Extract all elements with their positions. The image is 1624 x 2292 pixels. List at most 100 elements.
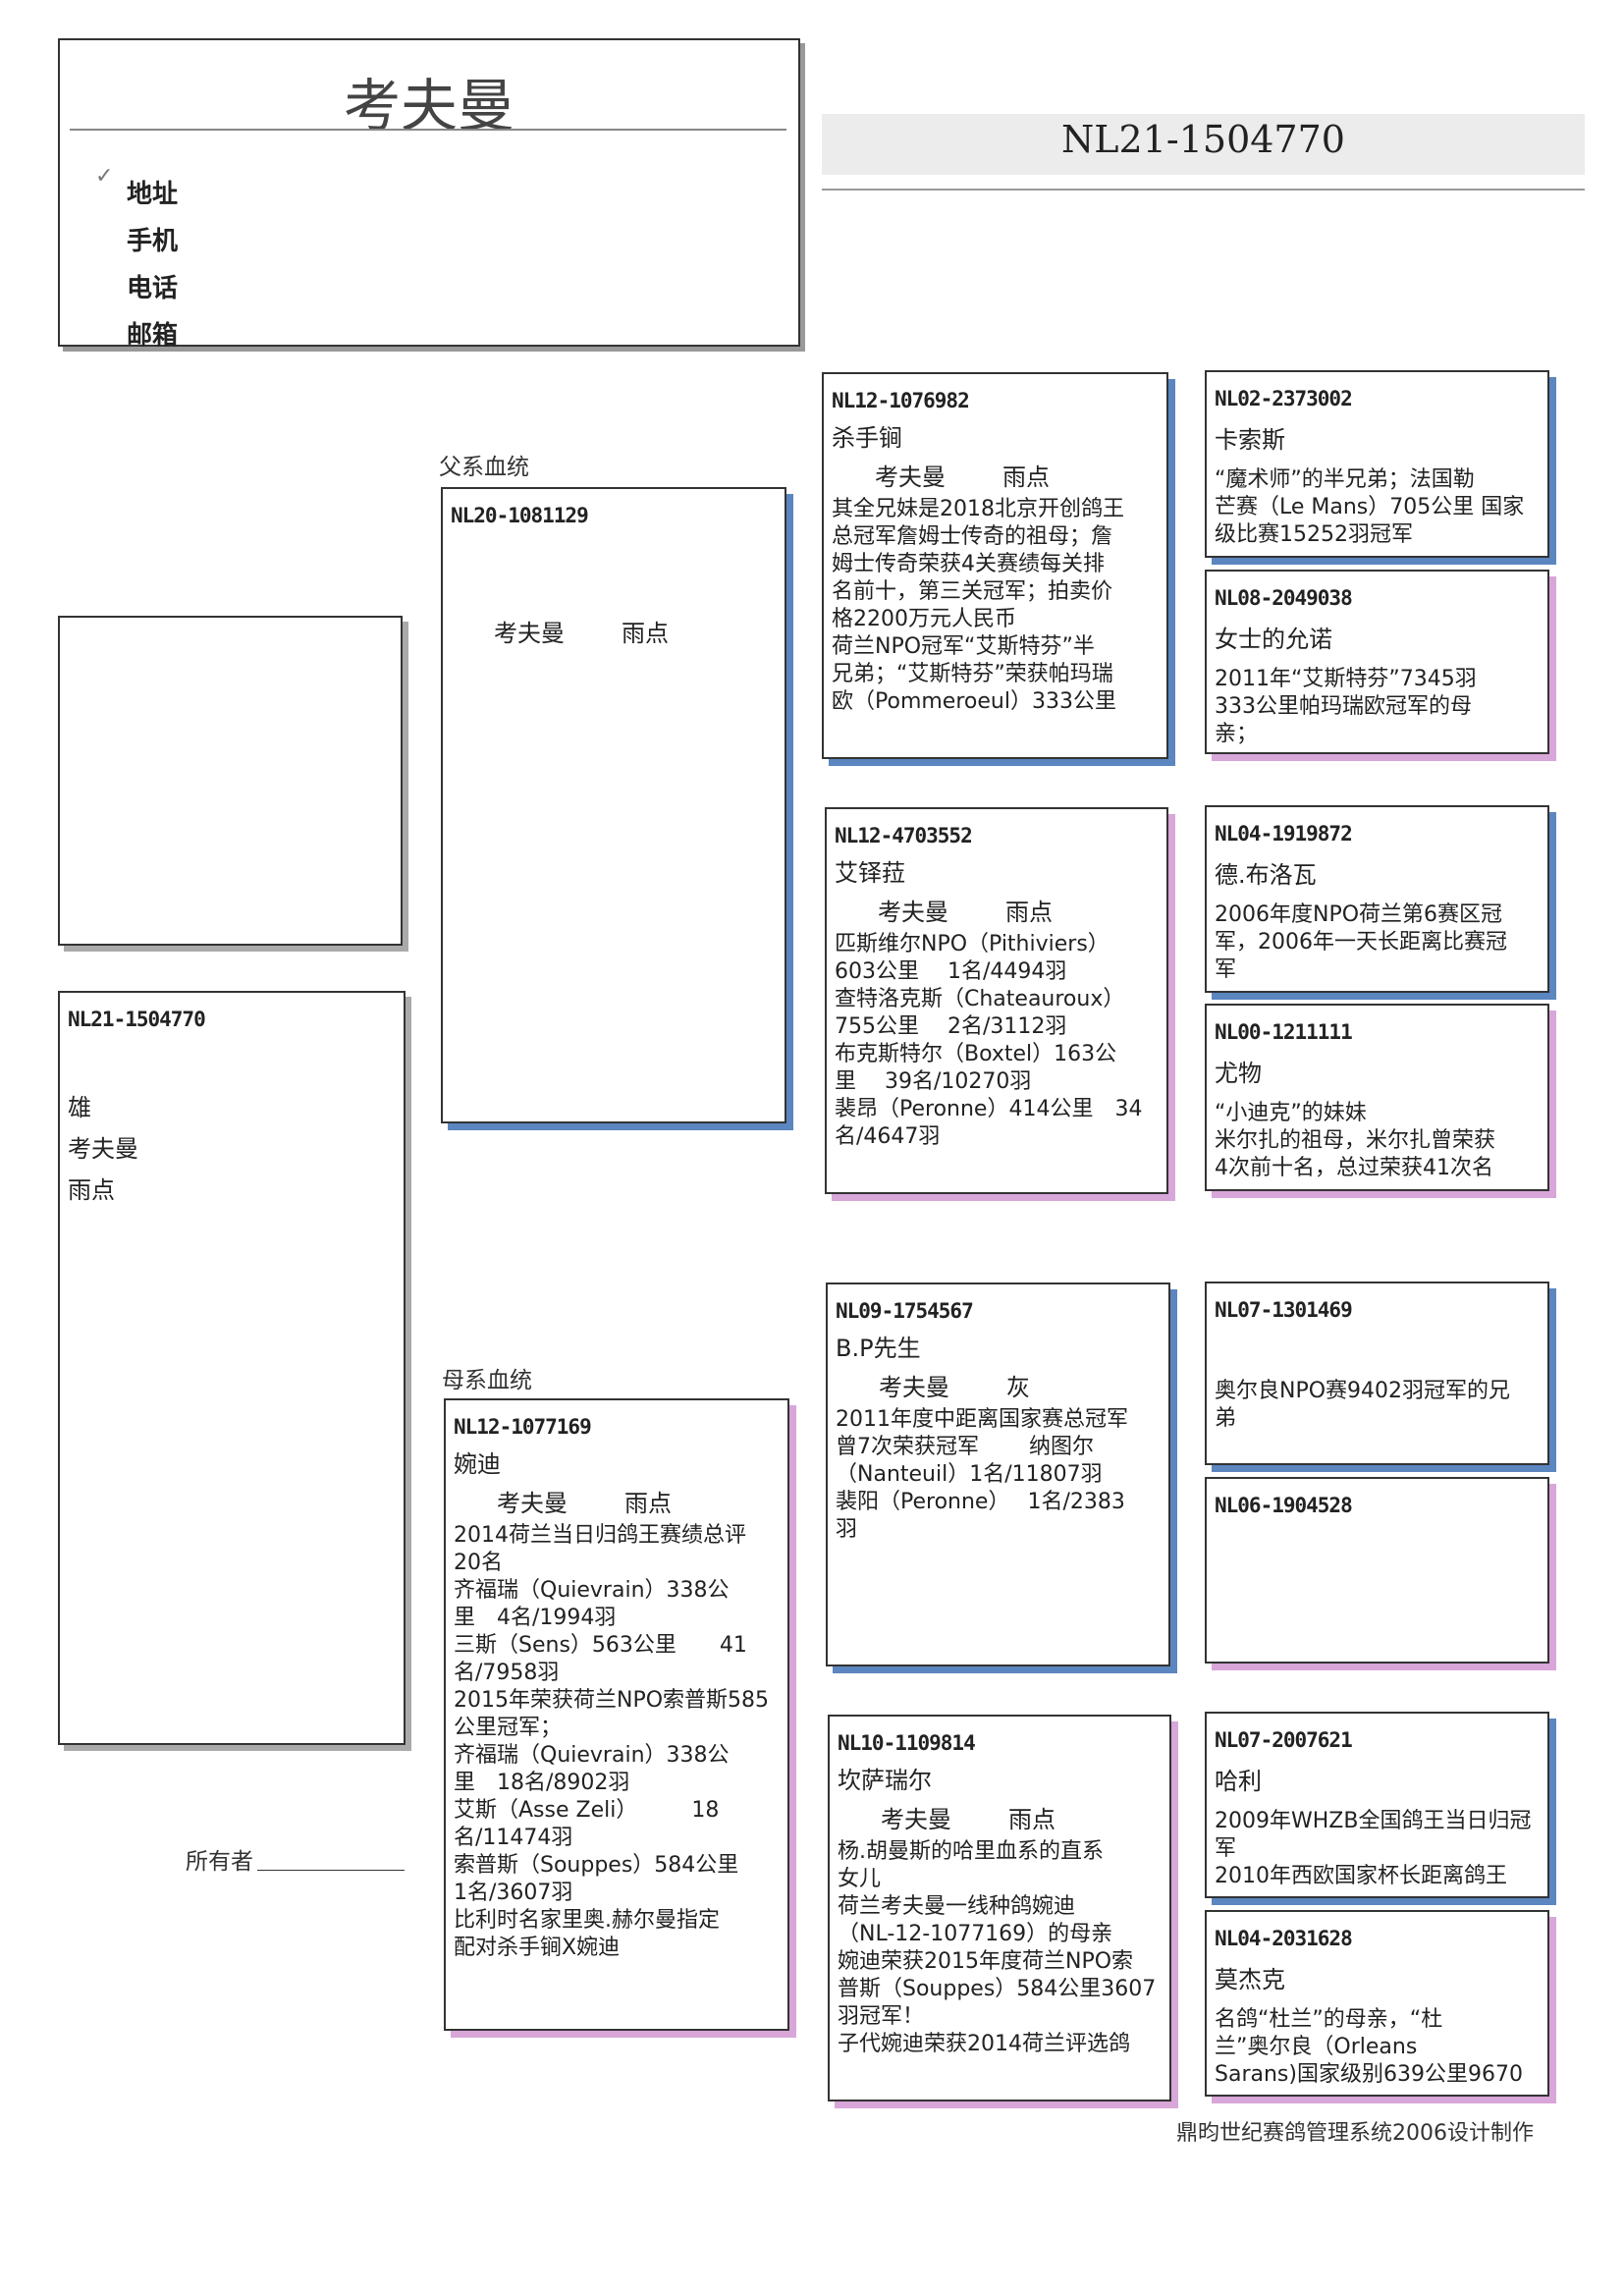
note-line: 2014荷兰当日归鸽王赛绩总评	[454, 1523, 746, 1548]
pigeon-ring-id: NL10-1109814	[838, 1731, 976, 1755]
spacer	[451, 573, 777, 615]
pigeon-breeder-color: 考夫曼灰	[836, 1369, 1161, 1406]
pigeon-breeder: 考夫曼	[497, 1490, 568, 1517]
pigeon-notes: 2011年度中距离国家赛总冠军曾7次荣获冠军 纳图尔（Nanteuil）1名/1…	[836, 1406, 1161, 1544]
breeder-header-card: 考夫曼 ✓ 地址 手机 电话 邮箱	[58, 38, 800, 351]
note-line: 名鸽“杜兰”的母亲，“杜	[1215, 2007, 1443, 2032]
note-line: 荷兰NPO冠军“艾斯特芬”半	[832, 634, 1095, 659]
note-line: 名/7958羽	[454, 1661, 560, 1685]
main-pigeon-card: NL21-1504770 雄 考夫曼 雨点	[58, 991, 406, 1745]
sire-section-label: 父系血统	[439, 455, 529, 480]
note-line: 曾7次荣获冠军 纳图尔	[836, 1435, 1094, 1459]
note-line: 总冠军詹姆士传奇的祖母；詹	[832, 524, 1113, 549]
note-line: 里 4名/1994羽	[454, 1606, 617, 1630]
ring-number-divider	[822, 189, 1585, 191]
note-line: 军	[1215, 957, 1237, 982]
check-mark-icon: ✓	[95, 164, 114, 189]
pigeon-color: 雨点	[1005, 899, 1053, 926]
note-line: 三斯（Sens）563公里 41	[454, 1633, 747, 1658]
note-line: 其全兄妹是2018北京开创鸽王	[832, 497, 1124, 521]
phone-label: 电话	[127, 274, 179, 303]
pigeon-notes: 2014荷兰当日归鸽王赛绩总评 20名齐福瑞（Quievrain）338公里 4名…	[454, 1522, 780, 1962]
ring-number-title: NL21-1504770	[1061, 118, 1345, 161]
note-line: 芒赛（Le Mans）705公里 国家	[1215, 495, 1525, 519]
pigeon-ring-id: NL04-2031628	[1215, 1927, 1353, 1950]
pedigree-card-ddd: NL04-2031628 莫杰克名鸽“杜兰”的母亲，“杜兰”奥尔良（Orleans…	[1205, 1910, 1549, 2097]
pigeon-notes: 奥尔良NPO赛9402羽冠军的兄弟	[1215, 1378, 1540, 1433]
pigeon-breeder-color: 考夫曼雨点	[451, 615, 777, 652]
note-line: 齐福瑞（Quievrain）338公	[454, 1578, 730, 1603]
note-line: 匹斯维尔NPO（Pithiviers）	[835, 932, 1110, 956]
note-line: 名前十，第三关冠军；拍卖价	[832, 579, 1113, 604]
pigeon-breeder: 考夫曼	[881, 1806, 951, 1833]
footer-credit: 鼎昀世纪赛鸽管理系统2006设计制作	[1176, 2121, 1534, 2146]
pigeon-ring-id: NL09-1754567	[836, 1299, 974, 1323]
note-line: （NL-12-1077169）的母亲	[838, 1922, 1113, 1946]
pigeon-name: 坎萨瑞尔	[838, 1767, 932, 1794]
pigeon-ring-id: NL12-4703552	[835, 824, 973, 847]
pigeon-notes: 其全兄妹是2018北京开创鸽王总冠军詹姆士传奇的祖母；詹姆士传奇荣获4关赛绩每关…	[832, 496, 1159, 716]
pigeon-ring-id: NL12-1076982	[832, 389, 970, 412]
pigeon-name: 尤物	[1215, 1060, 1262, 1087]
pigeon-ring-id: NL12-1077169	[454, 1415, 592, 1439]
pigeon-name: 婉迪	[454, 1450, 501, 1478]
note-line: 2011年度中距离国家赛总冠军	[836, 1407, 1128, 1432]
pigeon-ring-id: NL02-2373002	[1215, 387, 1353, 410]
note-line: 755公里 2名/3112羽	[835, 1014, 1067, 1039]
note-line: 军	[1215, 1836, 1237, 1861]
note-line: 齐福瑞（Quievrain）338公	[454, 1743, 730, 1768]
pigeon-breeder-color: 考夫曼雨点	[838, 1801, 1162, 1838]
pigeon-breeder: 考夫曼	[878, 899, 948, 926]
pigeon-color: 雨点	[624, 1490, 672, 1517]
note-line: “小迪克”的妹妹	[1215, 1101, 1367, 1125]
pigeon-notes: 杨.胡曼斯的哈里血系的直系女儿荷兰考夫曼一线种鸽婉迪（NL-12-1077169…	[838, 1838, 1162, 2058]
pigeon-ring-id: NL08-2049038	[1215, 586, 1353, 610]
pigeon-name: B.P先生	[836, 1335, 921, 1362]
pigeon-name: 哈利	[1215, 1768, 1262, 1795]
note-line: 名/4647羽	[835, 1124, 941, 1149]
note-line: 里 18名/8902羽	[454, 1771, 630, 1795]
note-line: 姆士传奇荣获4关赛绩每关排	[832, 552, 1105, 576]
pigeon-ring-id: NL04-1919872	[1215, 822, 1353, 846]
pigeon-name: 女士的允诺	[1215, 626, 1332, 653]
note-line: 2009年WHZB全国鸽王当日归冠	[1215, 1809, 1532, 1833]
note-line: 名/11474羽	[454, 1826, 573, 1850]
note-line: 公里冠军；	[454, 1716, 563, 1740]
pedigree-card-dd: NL10-1109814 坎萨瑞尔考夫曼雨点杨.胡曼斯的哈里血系的直系女儿荷兰考夫…	[828, 1715, 1171, 2101]
pigeon-name: 杀手锏	[832, 424, 902, 452]
pigeon-name: 德.布洛瓦	[1215, 861, 1317, 889]
pigeon-ring-id: NL07-2007621	[1215, 1728, 1353, 1752]
email-label: 邮箱	[127, 321, 179, 351]
note-line: 亲；	[1215, 722, 1259, 746]
note-line: 20名	[454, 1551, 503, 1575]
photo-placeholder	[58, 616, 403, 946]
pedigree-card-dsd: NL06-1904528	[1205, 1477, 1549, 1664]
note-line: 里 39名/10270羽	[835, 1069, 1032, 1094]
pigeon-notes: 2006年度NPO荷兰第6赛区冠军，2006年一天长距离比赛冠军	[1215, 901, 1540, 984]
note-line: 荷兰考夫曼一线种鸽婉迪	[838, 1894, 1076, 1919]
main-pigeon-sex: 雄	[68, 1094, 91, 1121]
note-line: 4次前十名，总过荣获41次名	[1215, 1156, 1493, 1180]
note-line: 奥尔良NPO赛9402羽冠军的兄	[1215, 1379, 1511, 1403]
note-line: 欧（Pommeroeul）333公里	[832, 689, 1116, 714]
pigeon-name: 莫杰克	[1215, 1966, 1285, 1993]
note-line: 2011年“艾斯特芬”7345羽	[1215, 667, 1477, 691]
note-line: 弟	[1215, 1406, 1237, 1431]
note-line: 艾斯（Asse Zeli） 18	[454, 1798, 720, 1823]
note-line: 兰”奥尔良（Orleans	[1215, 2035, 1418, 2059]
note-line: 米尔扎的祖母，米尔扎曾荣获	[1215, 1128, 1496, 1153]
pedigree-card-sds: NL04-1919872 德.布洛瓦 2006年度NPO荷兰第6赛区冠军，2006年…	[1205, 805, 1549, 993]
pigeon-notes: 匹斯维尔NPO（Pithiviers）603公里 1名/4494羽查特洛克斯（C…	[835, 931, 1159, 1151]
ring-number-band	[822, 114, 1585, 175]
note-line: Sarans)国家级别639公里9670	[1215, 2062, 1523, 2087]
pigeon-name	[1215, 1331, 1540, 1372]
pigeon-ring-id: NL06-1904528	[1215, 1494, 1353, 1517]
